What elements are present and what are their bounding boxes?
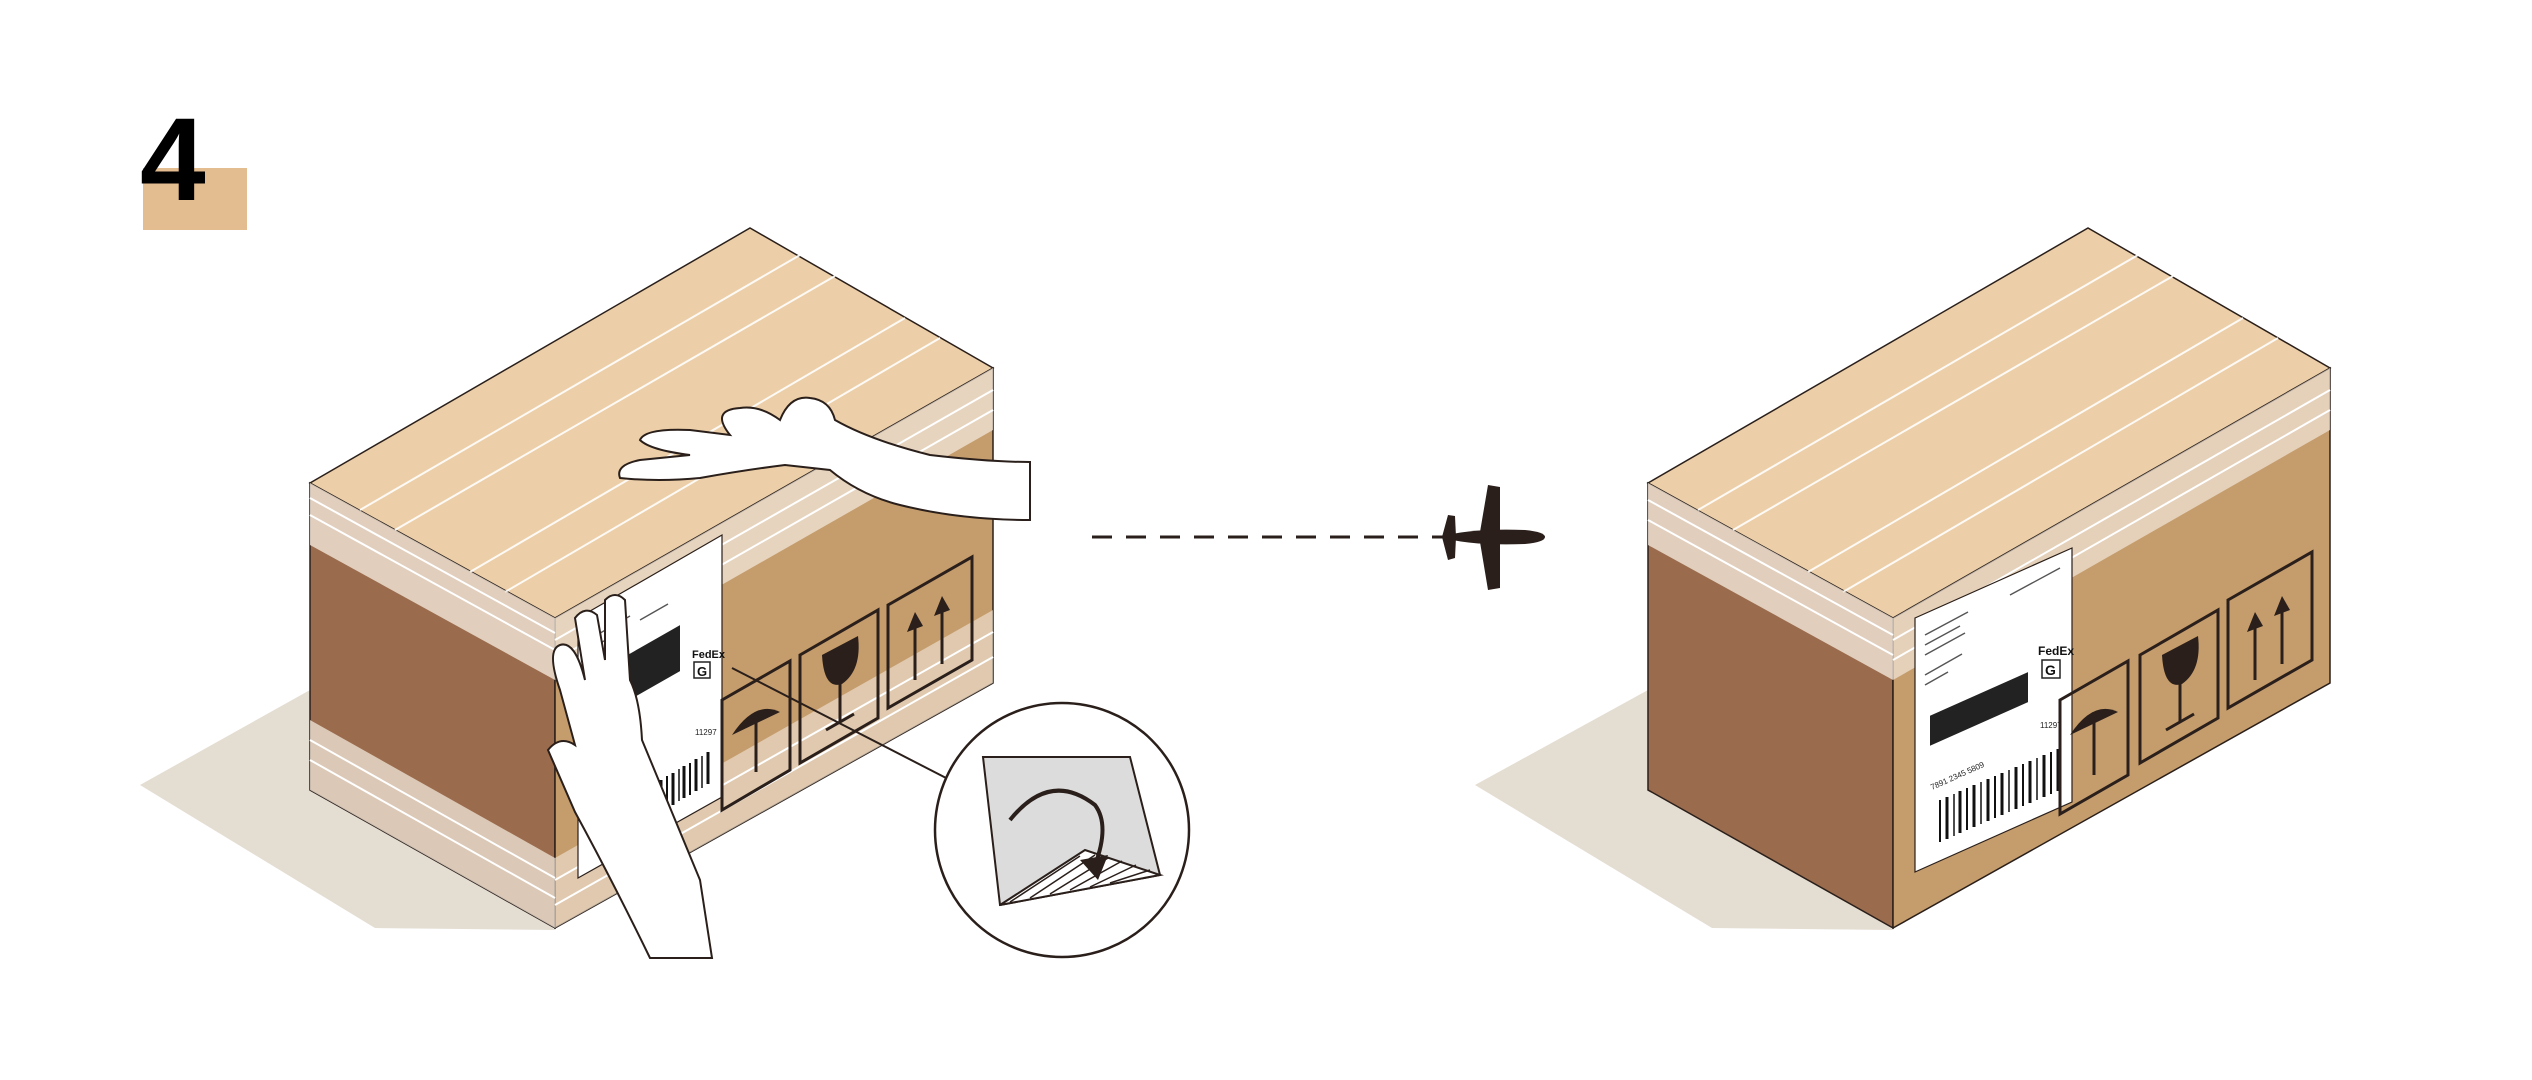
umbrella-icon — [720, 658, 792, 813]
label-service-mark: G — [697, 664, 707, 679]
label-service-mark: G — [2045, 662, 2056, 678]
box-top-stripes — [1697, 254, 2279, 593]
label-qr-code — [1930, 672, 2028, 746]
hands-icon — [546, 396, 1031, 959]
wine-glass-icon — [2138, 607, 2220, 766]
wine-glass-icon — [798, 607, 880, 766]
this-way-up-icon — [2226, 549, 2314, 711]
label-postal-code: 11297 — [2040, 721, 2062, 730]
shipping-label: FedEx G 11297 7891 2345 5809 — [1914, 547, 2074, 873]
this-way-up-icon — [886, 554, 974, 711]
label-barcode — [1939, 749, 2060, 842]
right-box: FedEx G 11297 7891 2345 5809 — [1475, 227, 2332, 930]
step-badge-background — [143, 168, 247, 230]
airplane-icon — [1440, 485, 1545, 590]
label-carrier-logo: FedEx — [692, 649, 726, 661]
label-service-mark-box — [693, 661, 711, 679]
flight-path — [1092, 485, 1545, 590]
left-box: FedEx G 11297 — [140, 227, 1031, 959]
label-carrier-logo: FedEx — [2038, 644, 2074, 658]
umbrella-icon — [2058, 658, 2130, 817]
step-badge: 4 — [140, 94, 247, 230]
label-service-mark-box — [2041, 659, 2061, 679]
zoom-callout-line — [731, 667, 951, 781]
step-number: 4 — [140, 94, 206, 226]
peel-arrowhead — [1080, 855, 1108, 880]
peel-label-zoom-icon — [731, 667, 1191, 959]
label-postal-code: 11297 — [695, 728, 717, 737]
box-tape-band-left — [309, 483, 556, 928]
peel-arrow — [1008, 788, 1105, 866]
